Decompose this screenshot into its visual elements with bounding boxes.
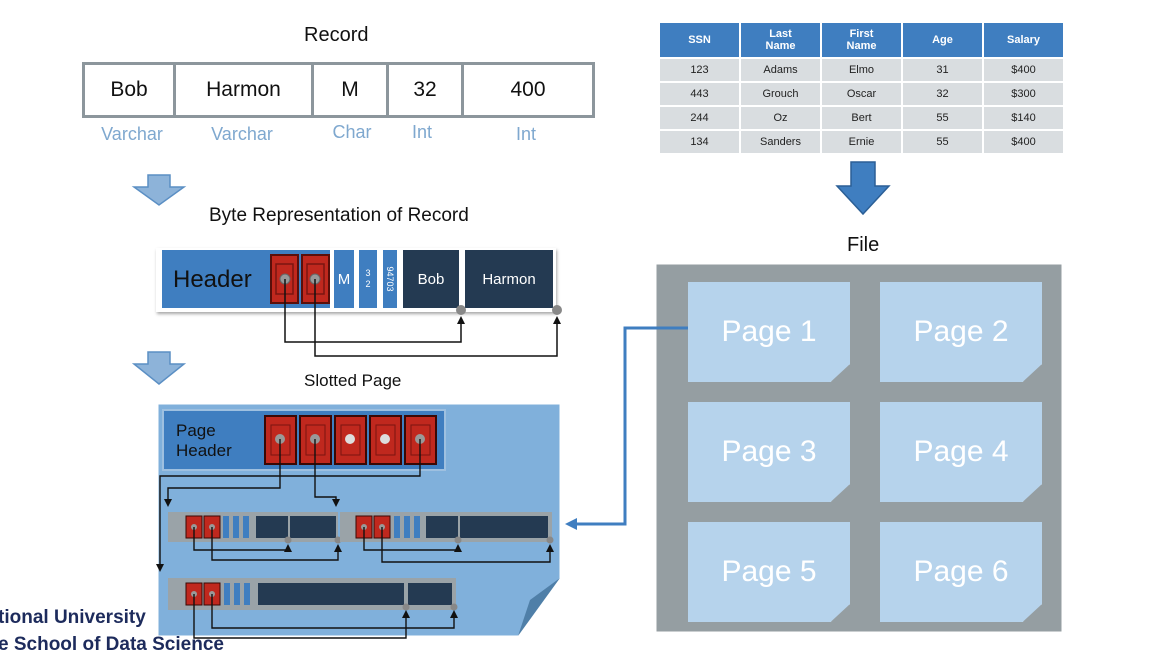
table-row: 443 Grouch Oscar 32 $300 <box>660 83 1063 105</box>
file-page-6: Page 6 <box>880 522 1042 622</box>
page-label: Page 1 <box>721 315 817 348</box>
record-field-gender: M <box>311 62 389 118</box>
table-row: 123 Adams Elmo 31 $400 <box>660 59 1063 81</box>
byte-rep-header-label: Header <box>173 266 252 293</box>
type-label-first: Varchar <box>101 124 163 144</box>
slot-pointer-icon <box>334 415 367 465</box>
employee-table: SSN Last Name First Name Age Salary 123 … <box>658 21 1065 155</box>
table-cell: 443 <box>660 83 739 105</box>
table-row: 244 Oz Bert 55 $140 <box>660 107 1063 129</box>
slotted-record-3 <box>168 578 458 611</box>
table-cell: Oscar <box>822 83 901 105</box>
table-cell: Bert <box>822 107 901 129</box>
type-label-last: Varchar <box>211 124 273 144</box>
footer-university-line: tional University <box>0 607 146 628</box>
page-label: Page 5 <box>721 555 817 588</box>
footer-school-line: e School of Data Science <box>0 634 224 655</box>
file-page-1: Page 1 <box>688 282 850 382</box>
page-label: Page 2 <box>913 315 1009 348</box>
column-header-label: First Name <box>846 28 877 52</box>
slotted-page-title: Slotted Page <box>304 371 402 390</box>
column-header-ssn: SSN <box>660 23 739 57</box>
byte-pointer-lines <box>284 279 561 357</box>
slotted-pointer-lines <box>156 439 554 639</box>
pointer-target-dot <box>456 305 466 315</box>
table-cell: 123 <box>660 59 739 81</box>
page-header-slots <box>264 415 437 465</box>
down-arrow-icon <box>131 174 187 206</box>
column-header-label: Age <box>932 34 953 46</box>
column-header-age: Age <box>903 23 982 57</box>
var-field-last: Harmon <box>465 250 553 308</box>
file-page-2: Page 2 <box>880 282 1042 382</box>
page-label: Page 6 <box>913 555 1009 588</box>
table-cell: Elmo <box>822 59 901 81</box>
table-cell: $140 <box>984 107 1063 129</box>
page-label: Page 3 <box>721 435 817 468</box>
file-page-3: Page 3 <box>688 402 850 502</box>
column-header-label: SSN <box>688 34 711 46</box>
down-arrow-icon <box>131 351 187 385</box>
down-arrow-icon <box>835 161 891 216</box>
table-cell: $400 <box>984 131 1063 153</box>
record-title: Record <box>304 24 369 46</box>
file-page-5: Page 5 <box>688 522 850 622</box>
column-header-label: Salary <box>1006 34 1041 46</box>
fixed-field-age: 3 2 <box>359 250 377 308</box>
type-label-age: Int <box>411 122 432 142</box>
var-field-first: Bob <box>403 250 459 308</box>
pointer-target-dot <box>552 305 562 315</box>
type-label-salary: Int <box>515 124 536 144</box>
page-header-label: Page Header <box>176 421 232 460</box>
fixed-field-gender: M <box>334 250 354 308</box>
page-link-arrow <box>565 326 690 530</box>
file-page-4: Page 4 <box>880 402 1042 502</box>
table-cell: Sanders <box>741 131 820 153</box>
column-header-label: Last Name <box>765 28 796 52</box>
table-cell: Oz <box>741 107 820 129</box>
table-cell: $400 <box>984 59 1063 81</box>
table-cell: 244 <box>660 107 739 129</box>
column-header-first-name: First Name <box>822 23 901 57</box>
column-header-last-name: Last Name <box>741 23 820 57</box>
fixed-field-zip: 94703 <box>383 250 397 308</box>
record-field-salary: 400 <box>461 62 595 118</box>
type-label-gender: Char <box>332 122 372 142</box>
table-cell: Grouch <box>741 83 820 105</box>
column-header-salary: Salary <box>984 23 1063 57</box>
slotted-record-2 <box>340 512 554 544</box>
table-cell: 31 <box>903 59 982 81</box>
file-title: File <box>847 234 880 256</box>
table-cell: 55 <box>903 107 982 129</box>
table-cell: $300 <box>984 83 1063 105</box>
page-label: Page 4 <box>913 435 1009 468</box>
table-cell: 134 <box>660 131 739 153</box>
slot-pointer-icon <box>369 415 402 465</box>
table-cell: 55 <box>903 131 982 153</box>
table-cell: 32 <box>903 83 982 105</box>
table-row: 134 Sanders Ernie 55 $400 <box>660 131 1063 153</box>
table-cell: Adams <box>741 59 820 81</box>
table-header-row: SSN Last Name First Name Age Salary <box>660 23 1063 57</box>
byte-rep-title: Byte Representation of Record <box>209 205 469 226</box>
table-cell: Ernie <box>822 131 901 153</box>
